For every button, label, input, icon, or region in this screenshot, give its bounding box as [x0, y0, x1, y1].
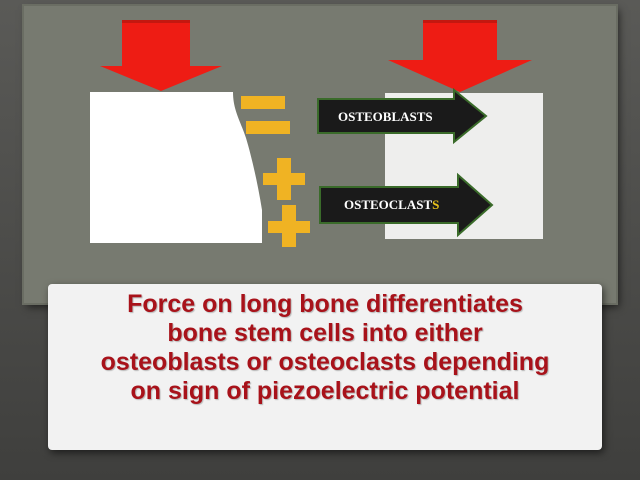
positive-sign-group [263, 158, 310, 247]
negative-sign-group [241, 96, 290, 134]
negative-sign [241, 96, 285, 109]
caption-line: Force on long bone differentiates [127, 290, 523, 318]
caption-line: bone stem cells into either [167, 319, 483, 347]
force-arrow-left [100, 20, 222, 91]
force-arrow-right [388, 20, 532, 92]
caption-line: osteoblasts or osteoclasts depending [100, 348, 550, 376]
left-bone-block [90, 92, 262, 243]
osteoblasts-label: OSTEOBLASTS [338, 109, 433, 124]
osteoblasts-arrow: OSTEOBLASTS [317, 87, 488, 145]
osteoclasts-arrow: OSTEOCLASTS [319, 172, 494, 238]
osteoclasts-label: OSTEOCLASTS [344, 197, 439, 212]
negative-sign [246, 121, 290, 134]
caption-line: on sign of piezoelectric potential [130, 377, 520, 405]
caption-box: Force on long bone differentiates bone s… [48, 284, 602, 450]
positive-sign [268, 205, 310, 247]
caption-text: Force on long bone differentiates bone s… [48, 290, 602, 406]
positive-sign [263, 158, 305, 200]
